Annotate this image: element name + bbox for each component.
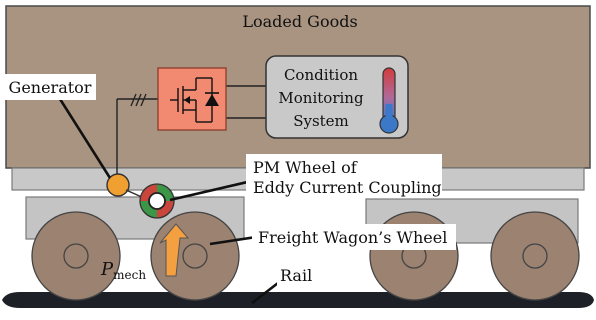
generator-icon bbox=[106, 173, 130, 197]
pm-wheel-label-line1: PM Wheel of bbox=[253, 158, 358, 177]
rail-label: Rail bbox=[280, 266, 312, 285]
p-mech-label: Pmech bbox=[100, 259, 146, 282]
mosfet-arrow bbox=[184, 96, 190, 104]
wheel-2 bbox=[150, 211, 240, 301]
rail-label-box bbox=[277, 262, 317, 288]
pm-wheel-leader bbox=[169, 178, 257, 202]
condition-monitoring-box bbox=[265, 55, 409, 139]
pm-wheel-icon bbox=[139, 183, 175, 219]
condition-monitoring-line1: Condition bbox=[284, 66, 358, 84]
wheel-4 bbox=[490, 211, 580, 301]
wheel-1 bbox=[31, 211, 121, 301]
generator-label: Generator bbox=[9, 78, 92, 97]
diode-icon bbox=[205, 92, 219, 106]
pm-wheel-label-box bbox=[246, 154, 442, 198]
three-phase-mark bbox=[130, 93, 147, 107]
freight-wheel-leader bbox=[209, 235, 257, 246]
generator-label-box bbox=[4, 74, 96, 100]
freight-wheel-label-box bbox=[252, 224, 456, 250]
thermometer-icon bbox=[379, 67, 399, 134]
pm-wheel-label-line2: Eddy Current Coupling bbox=[253, 178, 442, 197]
loaded-goods-label: Loaded Goods bbox=[242, 12, 357, 31]
generator-leader bbox=[58, 98, 112, 179]
rail-leader bbox=[251, 281, 279, 305]
rail bbox=[2, 292, 594, 308]
condition-monitoring-line3: System bbox=[293, 112, 349, 130]
rotation-arrow-icon bbox=[159, 223, 190, 277]
freight-wheel-label: Freight Wagon’s Wheel bbox=[258, 228, 447, 247]
condition-monitoring-line2: Monitoring bbox=[278, 89, 364, 107]
converter-box bbox=[157, 67, 227, 131]
